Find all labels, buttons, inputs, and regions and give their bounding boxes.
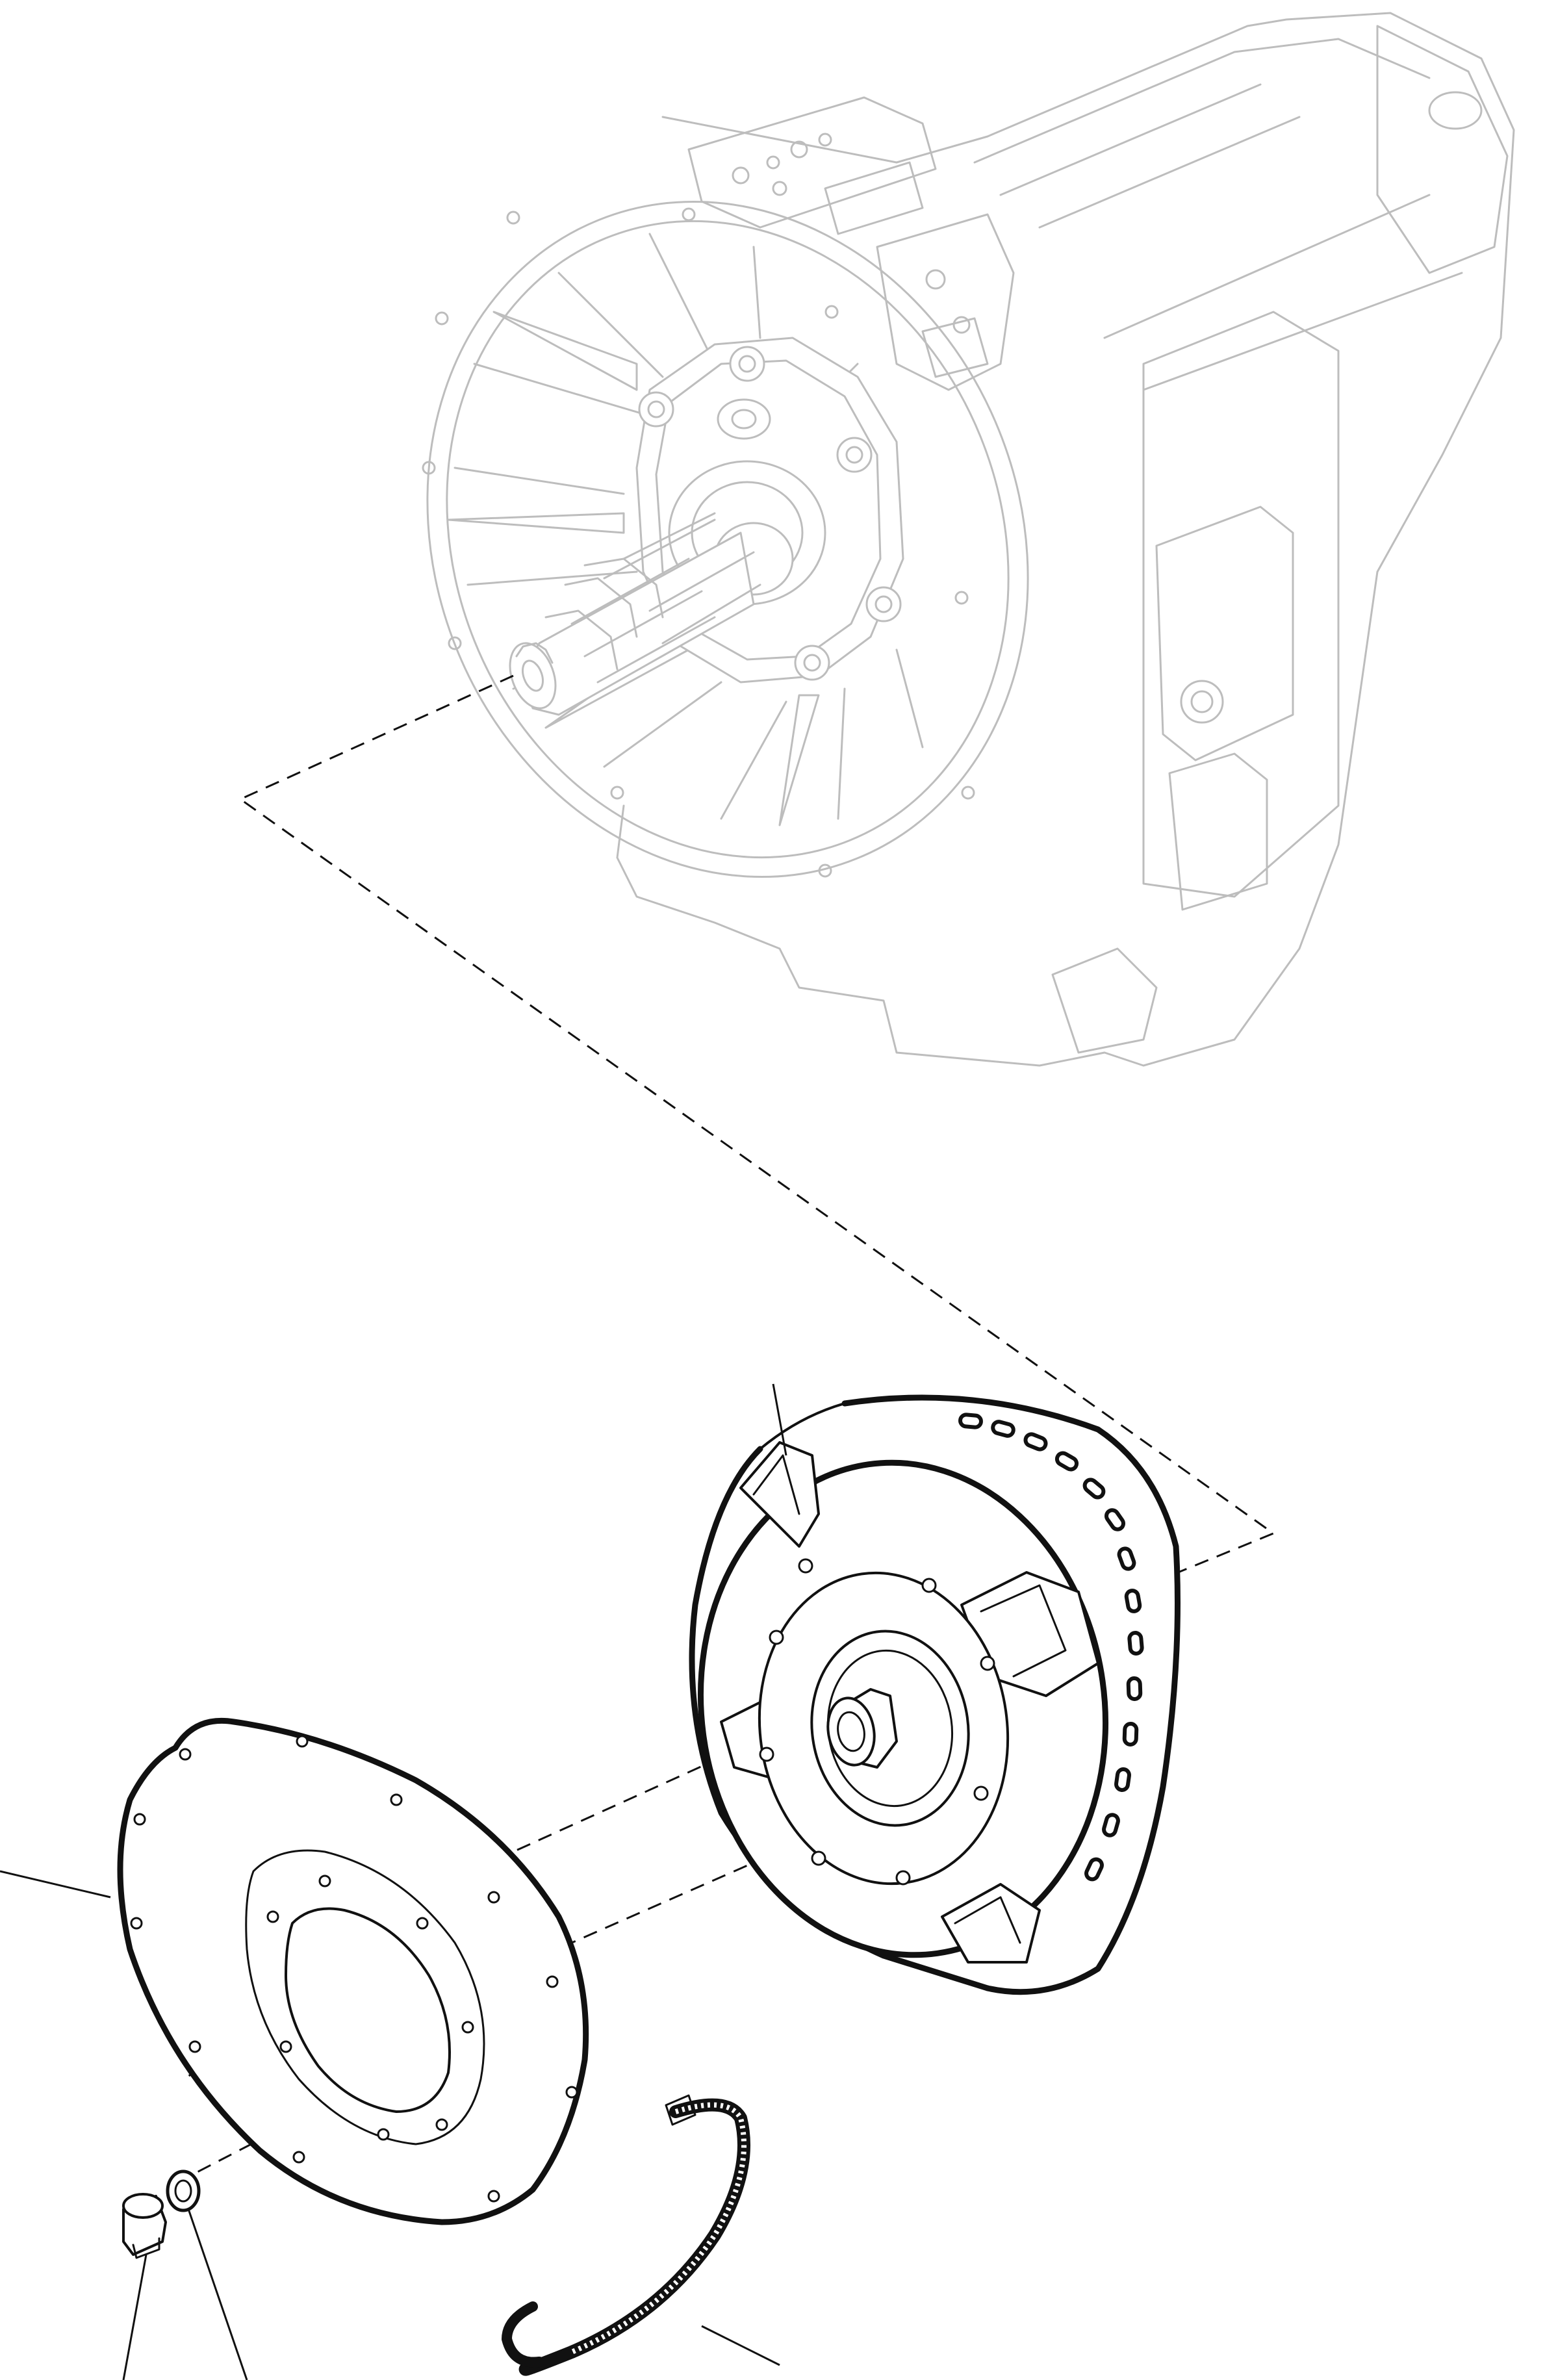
bolt-icon [122, 2193, 167, 2259]
transmission-housing-icon [422, 12, 1515, 1067]
alignment-line-shaft-to-converter [238, 674, 1276, 1593]
leader-washer [187, 2208, 248, 2380]
flex-plate-icon [117, 1717, 589, 2225]
leader-torque-converter [772, 1383, 787, 1456]
washer-icon [166, 2169, 201, 2212]
ring-gear-icon [502, 2094, 750, 2376]
leader-ring-gear [701, 2325, 780, 2366]
leader-lines [0, 1383, 787, 2380]
torque-converter-icon [689, 1394, 1181, 1995]
leader-flex-plate [0, 1870, 111, 1899]
leader-bolt [122, 2254, 147, 2380]
